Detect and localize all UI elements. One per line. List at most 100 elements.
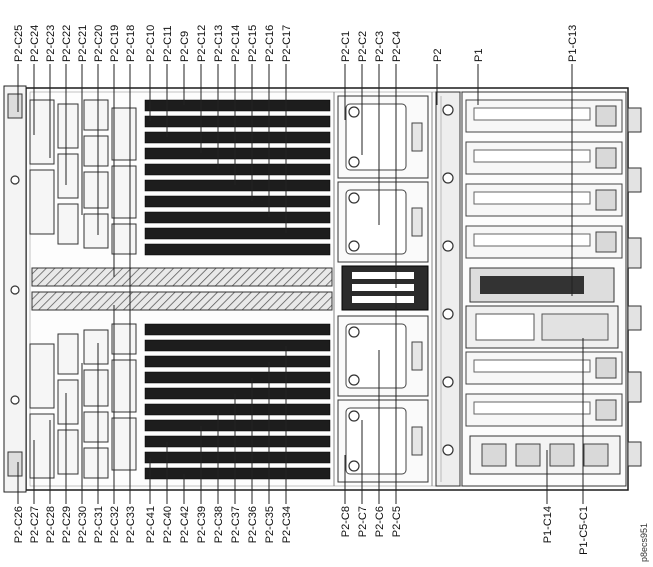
dimm-slot bbox=[144, 355, 331, 368]
connector bbox=[549, 443, 575, 467]
callout-top-21: P2 bbox=[432, 49, 444, 105]
dimm-slot bbox=[144, 99, 331, 112]
fan-inner bbox=[345, 407, 407, 475]
callout-label: P2-C9 bbox=[179, 31, 191, 62]
callout-bottom-12: P2-C38 bbox=[213, 410, 225, 543]
callout-label: P2-C16 bbox=[264, 25, 276, 62]
dimm-slot bbox=[144, 403, 331, 416]
connector bbox=[583, 443, 609, 467]
latch bbox=[411, 341, 423, 371]
callout-top-11: P2-C12 bbox=[196, 25, 208, 153]
callout-label: P2-C26 bbox=[13, 506, 25, 543]
callout-label: P2-C2 bbox=[357, 31, 369, 62]
callout-bottom-18: P2-C7 bbox=[357, 420, 369, 537]
callout-label: P2-C21 bbox=[77, 25, 89, 62]
dimm-slot bbox=[144, 179, 331, 192]
callout-label: P2-C31 bbox=[93, 506, 105, 543]
latch bbox=[411, 122, 423, 152]
callout-label: P1 bbox=[473, 49, 485, 62]
rear-tab bbox=[627, 107, 642, 133]
callout-top-20: P2-C4 bbox=[391, 31, 403, 288]
pcie-slot-connector bbox=[473, 149, 591, 163]
pcie-slot-connector bbox=[473, 191, 591, 205]
component-module bbox=[111, 223, 137, 255]
callout-label: P2-C17 bbox=[281, 25, 293, 62]
dimm-slot bbox=[144, 227, 331, 240]
p1-c14-block bbox=[469, 435, 621, 475]
screw-icon bbox=[442, 308, 454, 320]
callout-bottom-0: P2-C26 bbox=[13, 462, 25, 543]
component-module bbox=[83, 171, 109, 209]
screw-icon bbox=[442, 104, 454, 116]
callout-label: P2-C19 bbox=[109, 25, 121, 62]
callout-top-9: P2-C11 bbox=[162, 26, 174, 137]
component-module bbox=[29, 343, 55, 409]
pcie-slot-connector bbox=[473, 107, 591, 121]
callout-label: P2-C33 bbox=[125, 506, 137, 543]
callout-bottom-1: P2-C27 bbox=[29, 440, 41, 543]
slot-bracket bbox=[595, 399, 617, 421]
fan-inner bbox=[345, 323, 407, 389]
dimm-slot bbox=[144, 419, 331, 432]
callout-bottom-2: P2-C28 bbox=[45, 420, 57, 543]
pcie-slot-connector bbox=[473, 233, 591, 247]
latch bbox=[411, 207, 423, 237]
callout-label: P1-C13 bbox=[567, 25, 579, 62]
screw-icon bbox=[10, 395, 20, 405]
callout-label: P2-C22 bbox=[61, 25, 73, 62]
pcie-slot-connector bbox=[473, 401, 591, 415]
component-module bbox=[111, 323, 137, 355]
callout-label: P2-C20 bbox=[93, 25, 105, 62]
callout-top-0: P2-C25 bbox=[13, 25, 25, 112]
callout-label: P2-C40 bbox=[162, 506, 174, 543]
callout-label: P1-C14 bbox=[542, 506, 554, 543]
callout-label: P2-C3 bbox=[374, 31, 386, 62]
rear-tab bbox=[627, 371, 642, 403]
midplane-board bbox=[435, 91, 461, 487]
rear-tab bbox=[627, 167, 642, 193]
callout-bottom-14: P2-C36 bbox=[247, 378, 259, 543]
component-module bbox=[57, 429, 79, 475]
component-module bbox=[57, 379, 79, 425]
callout-label: P2-C10 bbox=[145, 25, 157, 62]
callout-label: P2-C4 bbox=[391, 31, 403, 62]
component-module bbox=[83, 213, 109, 249]
callout-label: P2-C7 bbox=[357, 506, 369, 537]
component-module bbox=[111, 107, 137, 161]
callout-label: P2-C12 bbox=[196, 25, 208, 62]
callout-top-22: P1 bbox=[473, 49, 485, 105]
flange-connector-bottom bbox=[7, 451, 23, 477]
callout-bottom-6: P2-C32 bbox=[109, 305, 121, 543]
callout-bottom-17: P2-C8 bbox=[340, 455, 352, 537]
callout-label: P2-C36 bbox=[247, 506, 259, 543]
component-module bbox=[29, 169, 55, 235]
callout-bottom-7: P2-C33 bbox=[125, 281, 137, 543]
callout-label: P2-C30 bbox=[77, 506, 89, 543]
dimm-slot bbox=[144, 115, 331, 128]
callout-label: P2-C11 bbox=[162, 26, 174, 62]
callout-bottom-22: P1-C5-C1 bbox=[578, 338, 590, 555]
rear-tab bbox=[627, 441, 642, 467]
callout-label: P2-C6 bbox=[374, 506, 386, 537]
callout-label: P1-C5-C1 bbox=[578, 506, 590, 555]
screw-icon bbox=[348, 192, 360, 204]
callout-top-6: P2-C19 bbox=[109, 25, 121, 277]
callout-top-19: P2-C3 bbox=[374, 31, 386, 225]
dimm-slot bbox=[144, 195, 331, 208]
callout-label: P2-C41 bbox=[145, 506, 157, 543]
callout-label: P2-C42 bbox=[179, 506, 191, 543]
component-module bbox=[57, 333, 79, 375]
component-module bbox=[83, 369, 109, 407]
rear-tab bbox=[627, 305, 642, 331]
callout-bottom-15: P2-C35 bbox=[264, 362, 276, 543]
dimm-slot bbox=[144, 339, 331, 352]
callout-top-10: P2-C9 bbox=[179, 31, 191, 105]
component-module bbox=[111, 359, 137, 413]
latch bbox=[411, 426, 423, 456]
figure-id: p8ecs951 bbox=[639, 523, 649, 562]
fan-inner bbox=[345, 189, 407, 255]
dimm-slot bbox=[144, 435, 331, 448]
fan-inner bbox=[345, 103, 407, 171]
callout-top-5: P2-C20 bbox=[93, 25, 105, 235]
